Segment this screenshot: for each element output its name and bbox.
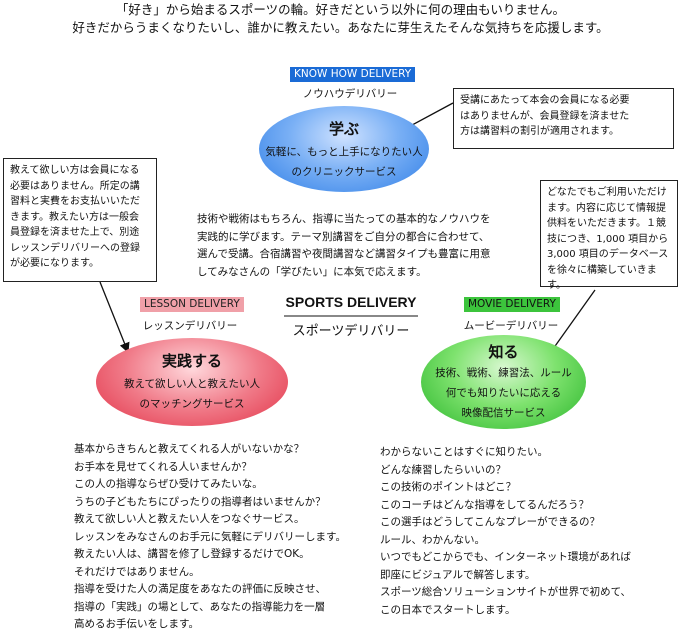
know-how-body-line: してみなさんの「学びたい」に本気で応えます。: [197, 265, 427, 278]
movie-note-line: ます。内容に応じて情報提: [547, 202, 666, 214]
lesson-ellipse-title: 実践する: [161, 352, 222, 370]
lesson-ellipse-desc-2: のマッチングサービス: [139, 398, 245, 410]
movie-tag: MOVIE DELIVERY: [464, 297, 560, 312]
lesson-body-line: レッスンをみなさんのお手元に気軽にデリバリーします。: [74, 530, 346, 543]
lesson-note-line: きます。教えたい方は一般会: [10, 211, 139, 223]
movie-subtitle: ムービーデリバリー: [463, 320, 559, 332]
movie-body-line: どんな練習したらいいの？: [380, 463, 506, 476]
lesson-body-line: 教えて欲しい人と教えたい人をつなぐサービス。: [74, 513, 305, 525]
know-how-ellipse-desc-2: のクリニックサービス: [291, 166, 397, 178]
lesson-note-line: 習料と実費をお支払いいただ: [10, 196, 140, 207]
lesson-body-line: 基本からきちんと教えてくれる人がいないかな？: [74, 443, 305, 455]
movie-ellipse-desc-2: 何でも知りたいに応える: [445, 387, 562, 399]
know-how-tag: KNOW HOW DELIVERY: [290, 67, 416, 82]
lesson-note-line: 必要はありません。所定の講: [10, 180, 140, 192]
know-how-body-line: 選んで受講。合宿講習や夜間講習など講習タイプも豊富に用意: [197, 248, 491, 260]
lesson-subtitle: レッスンデリバリー: [142, 320, 238, 332]
know-how-ellipse-desc-1: 気軽に、もっと上手になりたい人: [265, 146, 423, 158]
movie-body-line: わからないことはすぐに知りたい。: [380, 446, 548, 458]
lesson-body-line: うちの子どもたちにぴったりの指導者はいませんか？: [74, 495, 326, 508]
movie-note-line: どなたでもご利用いただけ: [547, 187, 667, 198]
lesson-ellipse-desc-1: 教えて欲しい人と教えたい人: [124, 378, 260, 390]
lesson-tag: LESSON DELIVERY: [140, 297, 244, 312]
intro-line-2: 好きだからうまくなりたいし、誰かに教えたい。あなたに芽生えたそんな気持ちを応援し…: [72, 20, 609, 35]
lesson-body: 基本からきちんと教えてくれる人がいないかな？ お手本を見せてくれる人いませんか？…: [74, 441, 346, 634]
lesson-body-line: この人の指導ならぜひ受けてみたいな。: [74, 478, 263, 490]
lesson-note-line: 教えて欲しい方は会員になる: [10, 165, 140, 176]
know-how-ellipse: 学ぶ 気軽に、もっと上手になりたい人 のクリニックサービス: [259, 106, 429, 192]
movie-body-line: このコーチはどんな指導をしてるんだろう？: [380, 498, 590, 511]
know-how-body-line: 技術や戦術はもちろん、指導に当たっての基本的なノウハウを: [197, 213, 491, 225]
movie-note-line: 3,000 項目のデータベース: [547, 249, 669, 260]
lesson-body-line: 高めるお手伝いをします。: [74, 618, 199, 630]
lesson-body-line: それだけではありません。: [74, 565, 200, 578]
lesson-note-line: が必要になります。: [10, 258, 99, 269]
movie-body-line: この日本でスタートします。: [380, 603, 516, 616]
lesson-ellipse: 実践する 教えて欲しい人と教えたい人 のマッチングサービス: [96, 338, 288, 426]
know-how-body-line: 実践的に学びます。テーマ別講習をご自分の都合に合わせて、: [197, 230, 490, 243]
know-how-note: 受講にあたって本会の会員になる必要 はありませんが、会員登録を済ませた 方は講習…: [453, 88, 674, 149]
movie-note: どなたでもご利用いただけ ます。内容に応じて情報提 供料をいただきます。１競 技…: [540, 180, 678, 291]
movie-body-line: いつでもどこからでも、インターネット環境があれば: [380, 551, 631, 563]
lesson-note-line: レッスンデリバリーへの登録: [10, 242, 140, 254]
lesson-note-arrow: [99, 281, 130, 354]
know-how-body: 技術や戦術はもちろん、指導に当たっての基本的なノウハウを 実践的に学びます。テー…: [197, 211, 490, 281]
movie-ellipse-title: 知る: [488, 343, 519, 361]
movie-note-line: 技につき、1,000 項目から: [547, 233, 669, 245]
know-how-ellipse-title: 学ぶ: [328, 120, 359, 138]
movie-body-line: この選手はどうしてこんなプレーができるの？: [380, 516, 600, 528]
lesson-body-line: 指導を受けた人の満足度をあなたの評価に反映させ、: [74, 583, 326, 595]
lesson-body-line: 指導の「実践」の場として、あなたの指導能力を一層: [74, 600, 326, 613]
lesson-body-line: 教えたい人は、講習を修了し登録するだけでOK。: [74, 548, 310, 560]
know-how-note-line: 受講にあたって本会の会員になる必要: [460, 95, 630, 106]
center-title: SPORTS DELIVERY: [285, 294, 417, 310]
movie-ellipse: 知る 技術、戦術、練習法、ルール 何でも知りたいに応える 映像配信サービス: [421, 335, 586, 429]
movie-body-line: ルール、わかんない。: [380, 533, 485, 546]
movie-body-line: 即座にビジュアルで解答します。: [380, 568, 536, 581]
movie-ellipse-desc-3: 映像配信サービス: [461, 407, 546, 419]
movie-body: わからないことはすぐに知りたい。 どんな練習したらいいの？ この技術のポイントは…: [380, 444, 631, 619]
lesson-body-line: お手本を見せてくれる人いませんか？: [74, 460, 252, 473]
movie-body-line: スポーツ総合ソリューションサイトが世界で初めて、: [380, 586, 632, 598]
lesson-note-line: 員登録を済ませた上で、別途: [10, 227, 140, 238]
know-how-note-line: 方は講習料の割引が適用されます。: [460, 126, 619, 137]
movie-ellipse-desc-1: 技術、戦術、練習法、ルール: [435, 367, 572, 379]
lesson-note: 教えて欲しい方は会員になる 必要はありません。所定の講 習料と実費をお支払いいた…: [3, 158, 157, 282]
know-how-note-line: はありませんが、会員登録を済ませた: [460, 110, 630, 122]
know-how-subtitle: ノウハウデリバリー: [302, 88, 398, 100]
center-subtitle: スポーツデリバリー: [292, 324, 410, 339]
intro-line-1: 「好き」から始まるスポーツの輪。好きだという以外に何の理由もいりません。: [115, 2, 566, 17]
movie-body-line: この技術のポイントはどこ？: [380, 481, 517, 493]
movie-note-line: を徐々に構築していきます。: [547, 264, 657, 292]
movie-note-line: 供料をいただきます。１競: [547, 218, 666, 229]
